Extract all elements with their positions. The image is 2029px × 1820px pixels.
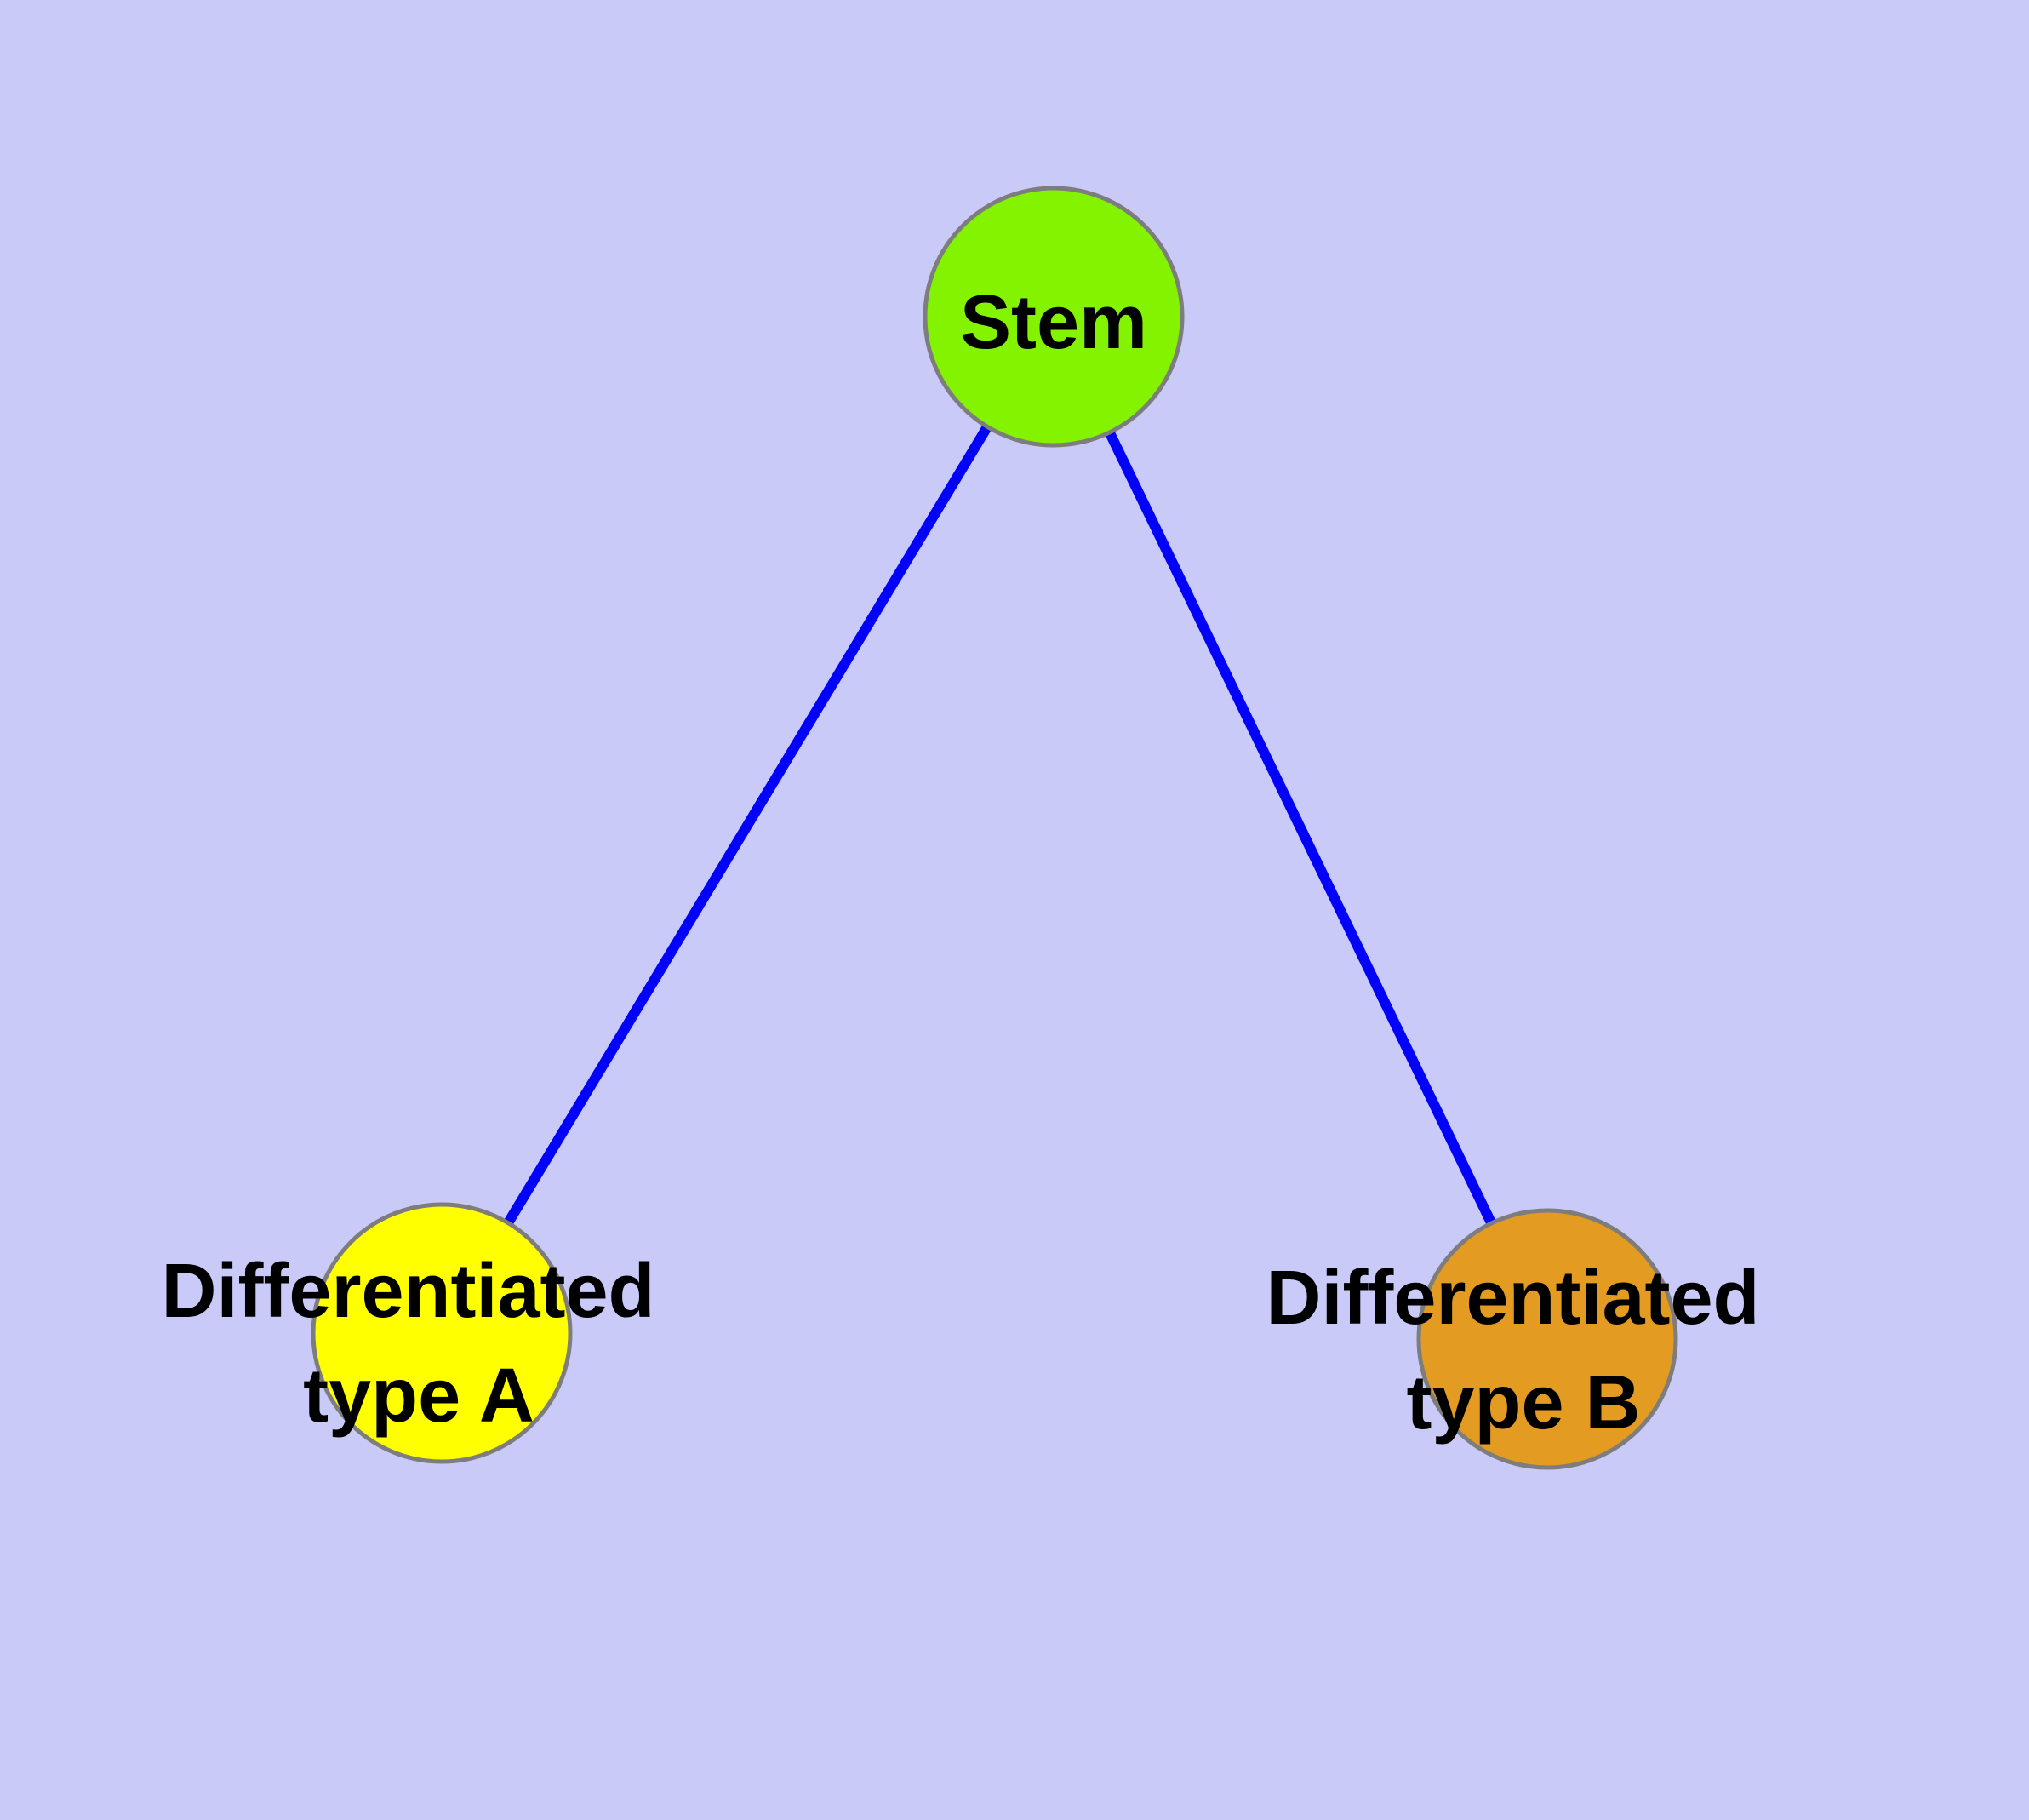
node-type-a-circle — [311, 1202, 573, 1464]
node-type-a-label: Differentiated type A — [161, 1249, 676, 1439]
node-type-a-label-line-1: Differentiated — [161, 1249, 654, 1334]
node-stem-circle — [923, 186, 1185, 448]
node-type-b-label: Differentiated type B — [1266, 1256, 1780, 1445]
node-type-b-label-line-2: type B — [1406, 1360, 1640, 1445]
node-type-a-label-line-2: type A — [303, 1354, 534, 1439]
node-type-b-label-line-1: Differentiated — [1266, 1256, 1759, 1341]
node-stem-label: Stem — [960, 280, 1147, 365]
edge-stem-to-type-a — [437, 313, 1059, 1336]
edge-stem-to-type-b — [1049, 314, 1552, 1342]
node-type-b-circle — [1416, 1208, 1678, 1470]
